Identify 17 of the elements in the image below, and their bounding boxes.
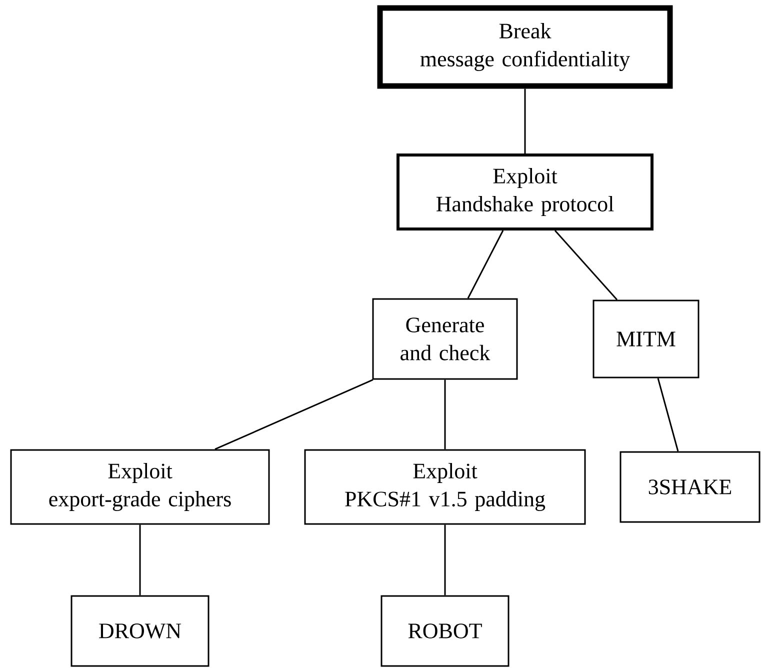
- connector-line: [214, 379, 374, 450]
- tree-box: DROWN: [70, 595, 210, 667]
- tree-box: MITM: [592, 300, 700, 378]
- tree-box: 3SHAKE: [620, 451, 760, 523]
- tree-box: Exploit PKCS#1 v1.5 padding: [304, 449, 586, 525]
- tree-box: Exploit export-grade ciphers: [10, 449, 270, 525]
- tree-box: Break message confidentiality: [377, 5, 673, 89]
- tree-box: ROBOT: [380, 595, 510, 667]
- connector-line: [444, 380, 446, 450]
- tree-box: Exploit Handshake protocol: [396, 154, 654, 230]
- connector-line: [554, 230, 618, 300]
- tree-box: Generate and check: [372, 298, 518, 380]
- connector-line: [444, 524, 446, 596]
- connector-line: [524, 88, 526, 154]
- connector-line: [657, 378, 679, 452]
- connector-line: [467, 230, 504, 299]
- connector-line: [139, 524, 141, 596]
